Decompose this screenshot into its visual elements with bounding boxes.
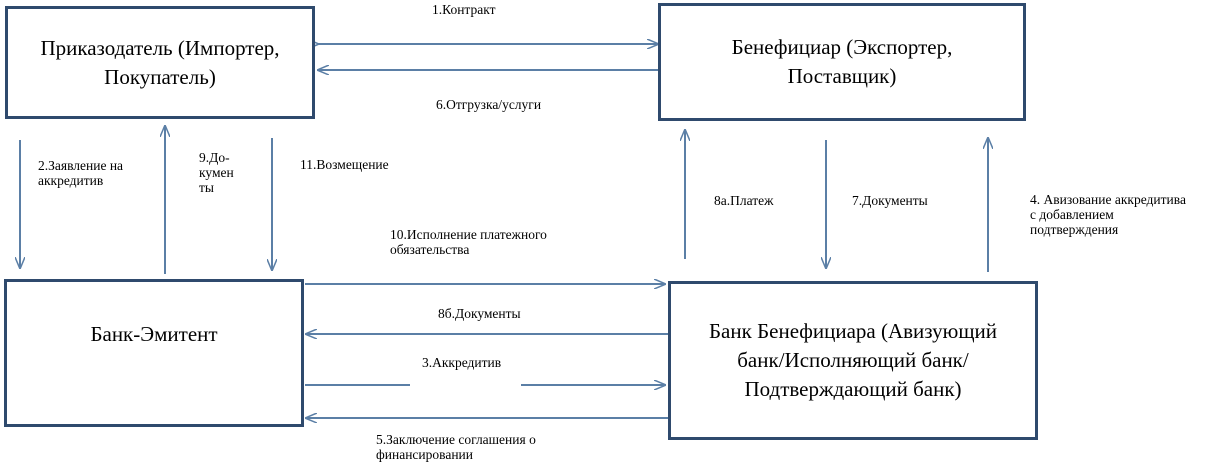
label-step-7: 7.Документы	[852, 193, 928, 208]
node-importer: Приказодатель (Импортер, Покупатель)	[5, 6, 315, 119]
label-step-9: 9.До- кумен ты	[199, 150, 234, 195]
node-issuing-bank: Банк-Эмитент	[4, 279, 304, 427]
node-exporter-label: Бенефициар (Экспортер, Поставщик)	[731, 35, 953, 88]
node-beneficiary-bank-label: Банк Бенефициара (Авизующий банк/Исполня…	[709, 319, 997, 401]
label-step-3: 3.Аккредитив	[410, 355, 522, 395]
node-beneficiary-bank: Банк Бенефициара (Авизующий банк/Исполня…	[668, 281, 1038, 440]
label-step-6: 6.Отгрузка/услуги	[436, 97, 542, 112]
label-step-10: 10.Исполнение платежного обязательства	[390, 227, 547, 257]
label-step-8a: 8а.Платеж	[714, 193, 774, 208]
label-step-5: 5.Заключение соглашения о финансировании	[376, 432, 536, 462]
label-step-11: 11.Возмещение	[300, 157, 389, 172]
label-step-4: 4. Авизование аккредитива с добавлением …	[1030, 192, 1186, 237]
label-step-8b: 8б.Документы	[422, 306, 529, 331]
node-importer-label: Приказодатель (Импортер, Покупатель)	[40, 35, 280, 89]
label-step-1: 1.Контракт	[432, 2, 496, 17]
node-issuing-bank-label: Банк-Эмитент	[90, 322, 218, 346]
node-exporter: Бенефициар (Экспортер, Поставщик)	[658, 3, 1026, 121]
label-step-2: 2.Заявление на аккредитив	[38, 158, 124, 188]
